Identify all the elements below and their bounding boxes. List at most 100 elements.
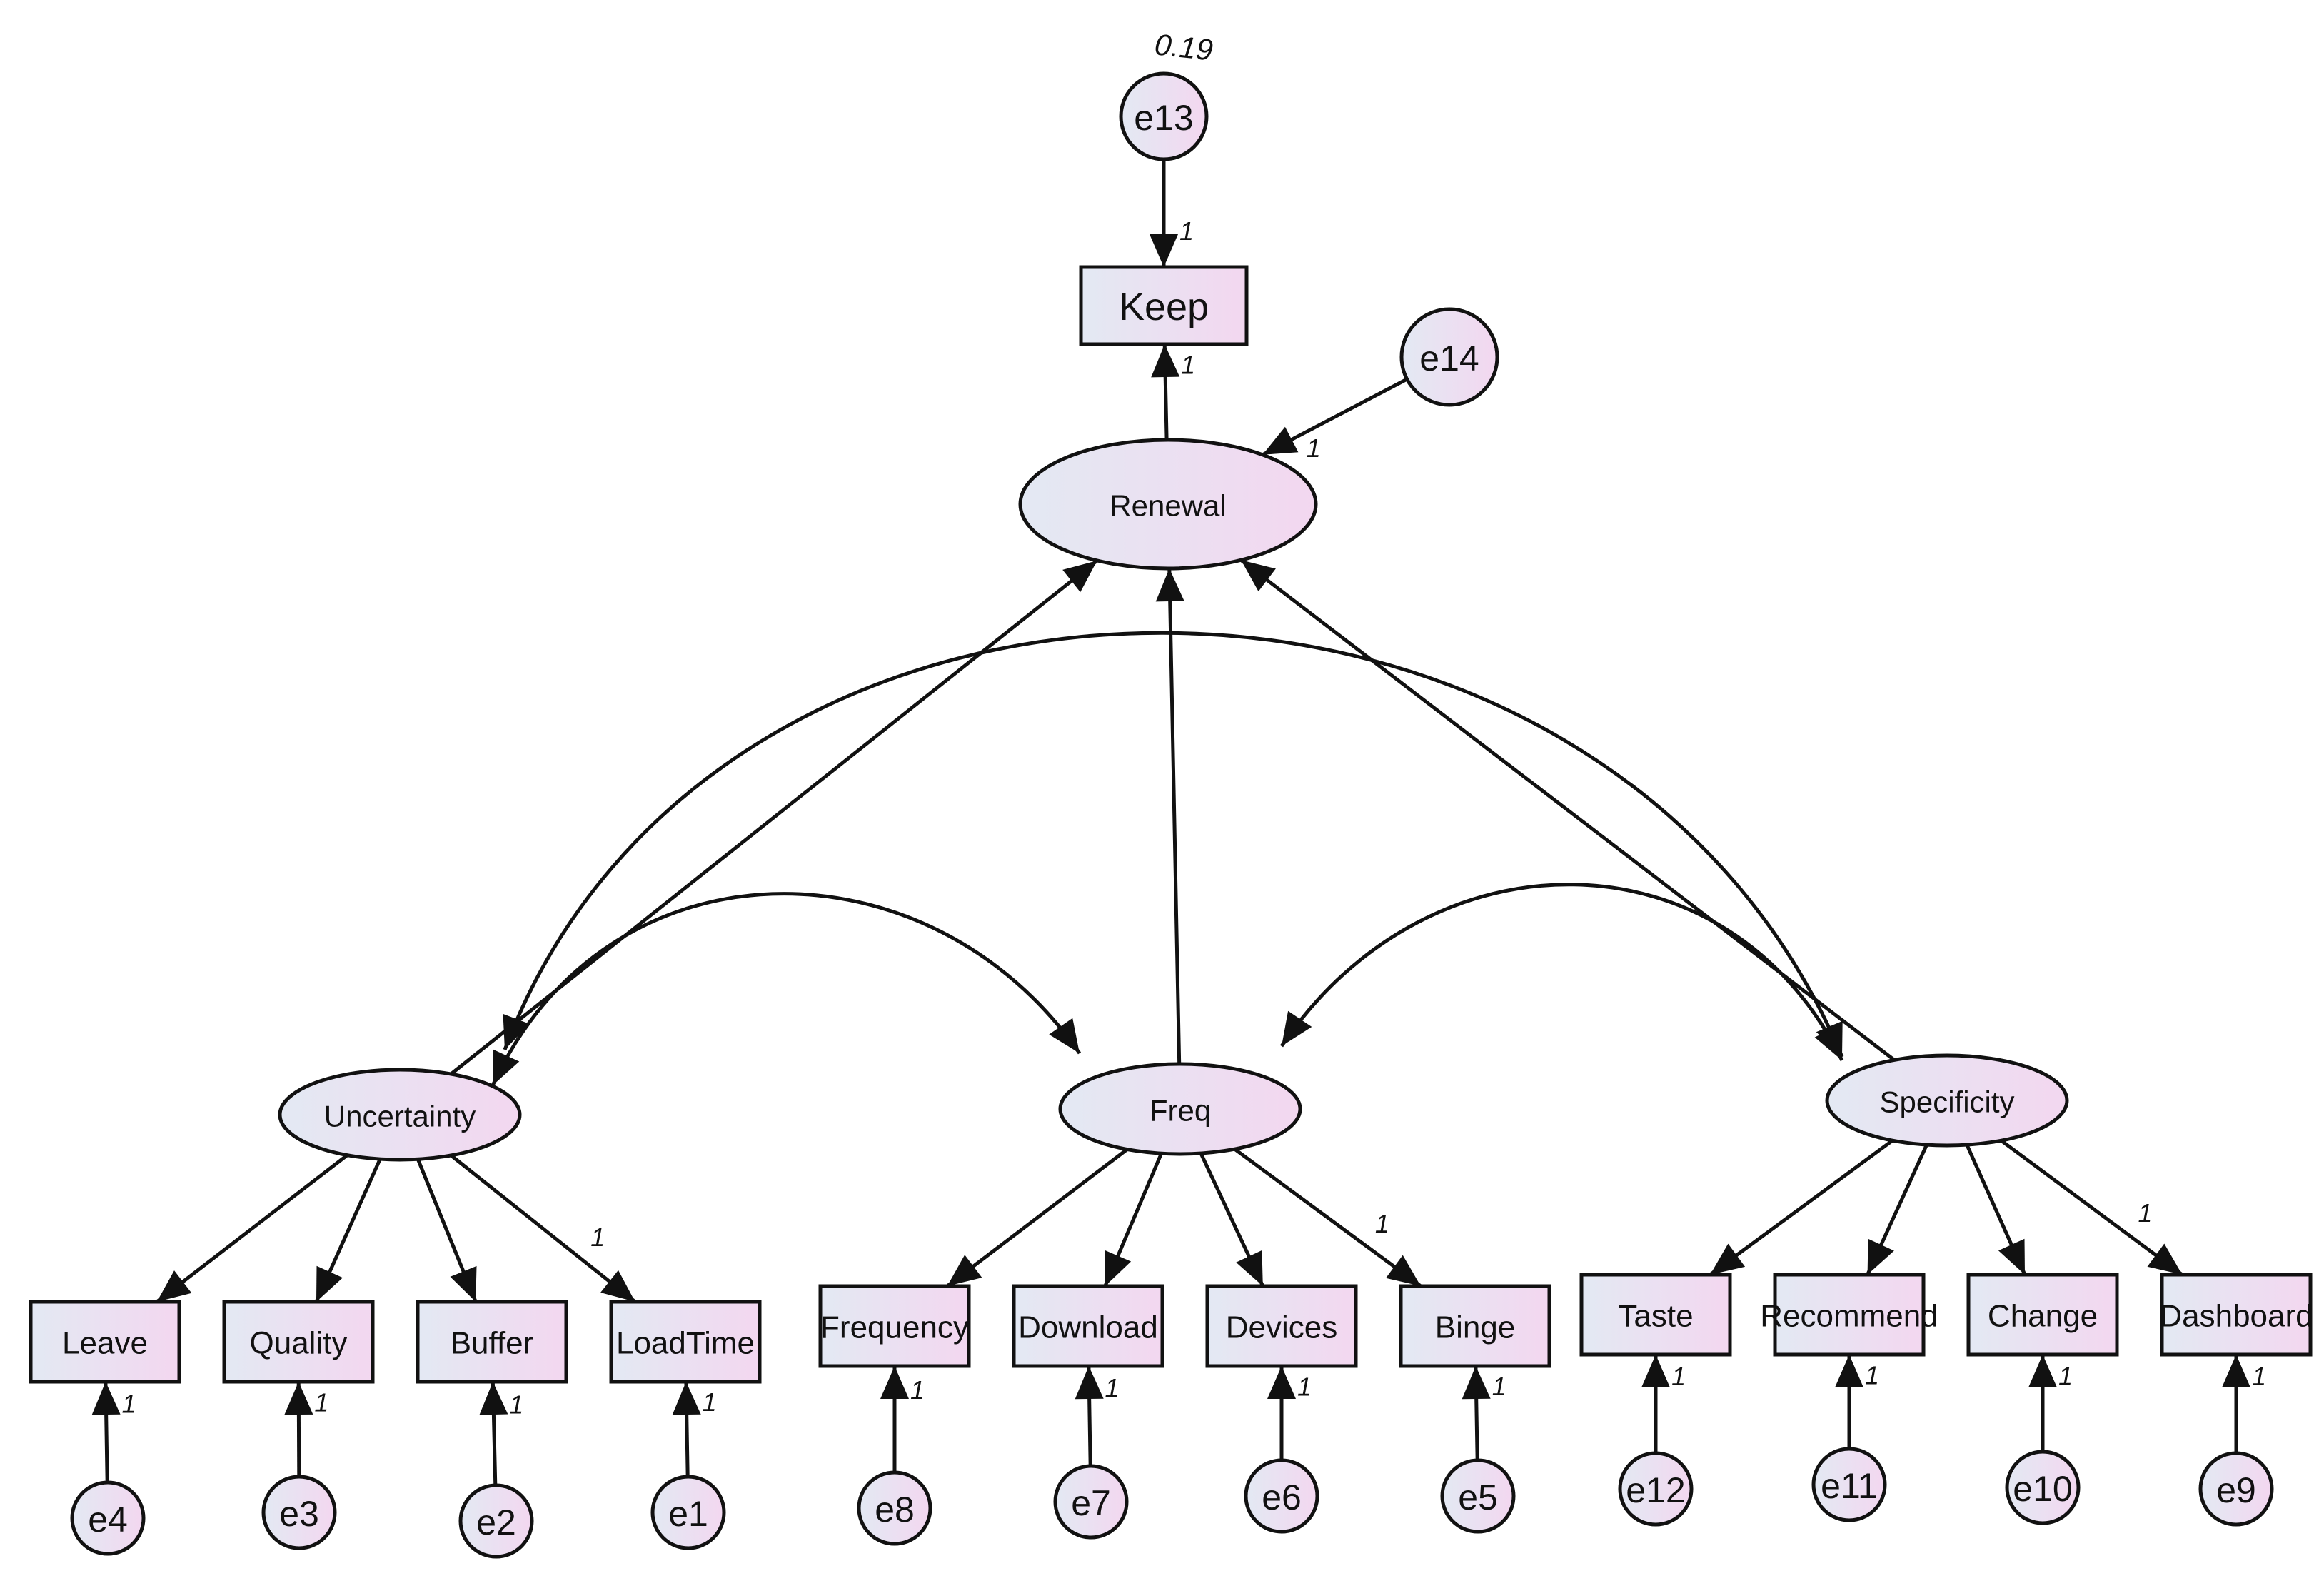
uncertainty-latent-node-shape (278, 1068, 522, 1162)
path-e3-to-quality-weight-label: 1 (314, 1388, 328, 1417)
specificity-latent-node-shape (1825, 1053, 2069, 1148)
buffer-observed-node: Buffer (416, 1300, 568, 1384)
e1-error-node-label: e1 (668, 1494, 708, 1534)
e1-error-node-shape (650, 1475, 726, 1550)
renewal-latent-node: Renewal (1018, 438, 1318, 571)
path-freq-to-download-arrowhead (1105, 1250, 1132, 1286)
specificity-latent-node-label: Specificity (1879, 1085, 2014, 1119)
e1-error-node: e1 (650, 1475, 726, 1550)
freq-latent-node: Freq (1058, 1062, 1302, 1156)
e12-error-node-shape (1618, 1451, 1694, 1527)
path-e11-to-recommend-arrowhead (1835, 1355, 1863, 1387)
frequency-observed-node-shape (818, 1284, 971, 1368)
edge-layer (91, 159, 2250, 1486)
e5-error-node-shape (1440, 1458, 1516, 1534)
e2-error-node-shape (458, 1483, 534, 1559)
path-specificity-to-recommend-arrowhead (1867, 1238, 1894, 1275)
dashboard-observed-node-shape (2160, 1273, 2313, 1357)
variance-label: 0.19 (1153, 27, 1214, 66)
path-e10-to-change-weight-label: 1 (2058, 1362, 2073, 1391)
e12-error-node-label: e12 (1626, 1470, 1685, 1510)
path-e12-to-taste-arrowhead (1641, 1355, 1670, 1387)
frequency-observed-node: Frequency (818, 1284, 971, 1368)
leave-observed-node-label: Leave (62, 1326, 148, 1361)
e14-error-node-shape (1399, 307, 1499, 407)
e9-error-node-label: e9 (2216, 1470, 2256, 1510)
specificity-latent-node: Specificity (1825, 1053, 2069, 1148)
e2-error-node: e2 (458, 1483, 534, 1559)
devices-observed-node-shape (1205, 1284, 1358, 1368)
taste-observed-node-label: Taste (1618, 1299, 1693, 1334)
path-e9-to-dashboard-arrowhead (2222, 1355, 2250, 1387)
e7-error-node-shape (1053, 1464, 1129, 1540)
path-freq-to-devices-arrowhead (1236, 1250, 1263, 1286)
path-specificity-to-dashboard (2000, 1139, 2183, 1277)
e3-error-node-shape (261, 1475, 337, 1550)
path-e3-to-quality-arrowhead (284, 1382, 313, 1415)
path-uncertainty-to-leave (156, 1153, 348, 1303)
path-specificity-to-dashboard-arrowhead (2147, 1243, 2183, 1275)
quality-observed-node-shape (222, 1300, 375, 1384)
path-uncertainty-to-quality-arrowhead (316, 1265, 343, 1302)
binge-observed-node-label: Binge (1435, 1310, 1516, 1345)
e11-error-node: e11 (1811, 1447, 1887, 1522)
covariance-uncertainty-freq-arrowhead-start (493, 1049, 520, 1085)
path-freq-to-binge-weight-label: 1 (1375, 1209, 1389, 1238)
e6-error-node-label: e6 (1262, 1477, 1302, 1517)
change-observed-node-shape (1966, 1273, 2119, 1357)
path-e13-to-keep-arrowhead (1150, 234, 1178, 267)
recommend-observed-node: Recommend (1760, 1273, 1938, 1357)
path-e12-to-taste-weight-label: 1 (1671, 1362, 1686, 1391)
buffer-observed-node-shape (416, 1300, 568, 1384)
path-e14-to-renewal-weight-label: 1 (1307, 433, 1321, 463)
dashboard-observed-node: Dashboard (2159, 1273, 2313, 1357)
path-e1-to-load-time-arrowhead (672, 1382, 701, 1415)
e14-error-node-label: e14 (1419, 338, 1479, 378)
path-freq-to-renewal (1167, 568, 1182, 1065)
path-uncertainty-to-leave-arrowhead (156, 1270, 192, 1302)
e13-error-node: e13 (1119, 71, 1209, 161)
path-e7-to-download-weight-label: 1 (1105, 1373, 1119, 1402)
e13-error-node-shape (1119, 71, 1209, 161)
path-specificity-to-taste (1709, 1139, 1894, 1277)
e5-error-node-label: e5 (1458, 1477, 1498, 1517)
renewal-latent-node-shape (1018, 438, 1318, 571)
e8-error-node: e8 (857, 1470, 932, 1546)
load-time-observed-node-shape (609, 1300, 762, 1384)
e4-error-node-label: e4 (88, 1500, 128, 1540)
path-e4-to-leave-weight-label: 1 (121, 1390, 136, 1419)
keep-observed-node-label: Keep (1119, 286, 1209, 328)
e11-error-node-label: e11 (1821, 1466, 1878, 1506)
e12-error-node: e12 (1618, 1451, 1694, 1527)
path-e4-to-leave-arrowhead (91, 1382, 121, 1415)
path-specificity-to-renewal-arrowhead (1241, 560, 1276, 592)
covariance-uncertainty-specificity-arrowhead-start (503, 1013, 530, 1050)
path-e2-to-buffer-weight-label: 1 (509, 1390, 523, 1419)
path-specificity-to-taste-arrowhead (1710, 1243, 1746, 1275)
path-renewal-to-keep-weight-label: 1 (1181, 350, 1195, 379)
path-e8-to-frequency-weight-label: 1 (910, 1375, 925, 1405)
e6-error-node-shape (1244, 1458, 1319, 1534)
covariance-uncertainty-freq-arrowhead-end (1049, 1018, 1080, 1053)
change-observed-node: Change (1966, 1273, 2119, 1357)
path-e14-to-renewal-arrowhead (1262, 426, 1299, 455)
buffer-observed-node-label: Buffer (451, 1326, 534, 1361)
path-e1-to-load-time-weight-label: 1 (703, 1387, 717, 1417)
e8-error-node-label: e8 (875, 1490, 915, 1530)
taste-observed-node-shape (1579, 1273, 1732, 1357)
path-uncertainty-to-renewal-arrowhead (1062, 561, 1097, 593)
e7-error-node-label: e7 (1071, 1483, 1111, 1523)
download-observed-node-shape (1012, 1284, 1164, 1368)
path-renewal-to-keep-arrowhead (1151, 344, 1180, 378)
covariance-uncertainty-freq (491, 892, 1082, 1087)
covariance-uncertainty-specificity (503, 631, 1844, 1058)
load-time-observed-node: LoadTime (609, 1300, 762, 1384)
path-specificity-to-dashboard-weight-label: 1 (2138, 1198, 2152, 1228)
path-specificity-to-renewal (1239, 558, 1896, 1062)
keep-observed-node-shape (1079, 265, 1249, 346)
download-observed-node: Download (1012, 1284, 1164, 1368)
uncertainty-latent-node-label: Uncertainty (324, 1100, 476, 1133)
keep-observed-node: Keep (1079, 265, 1249, 346)
e11-error-node-shape (1811, 1447, 1887, 1522)
